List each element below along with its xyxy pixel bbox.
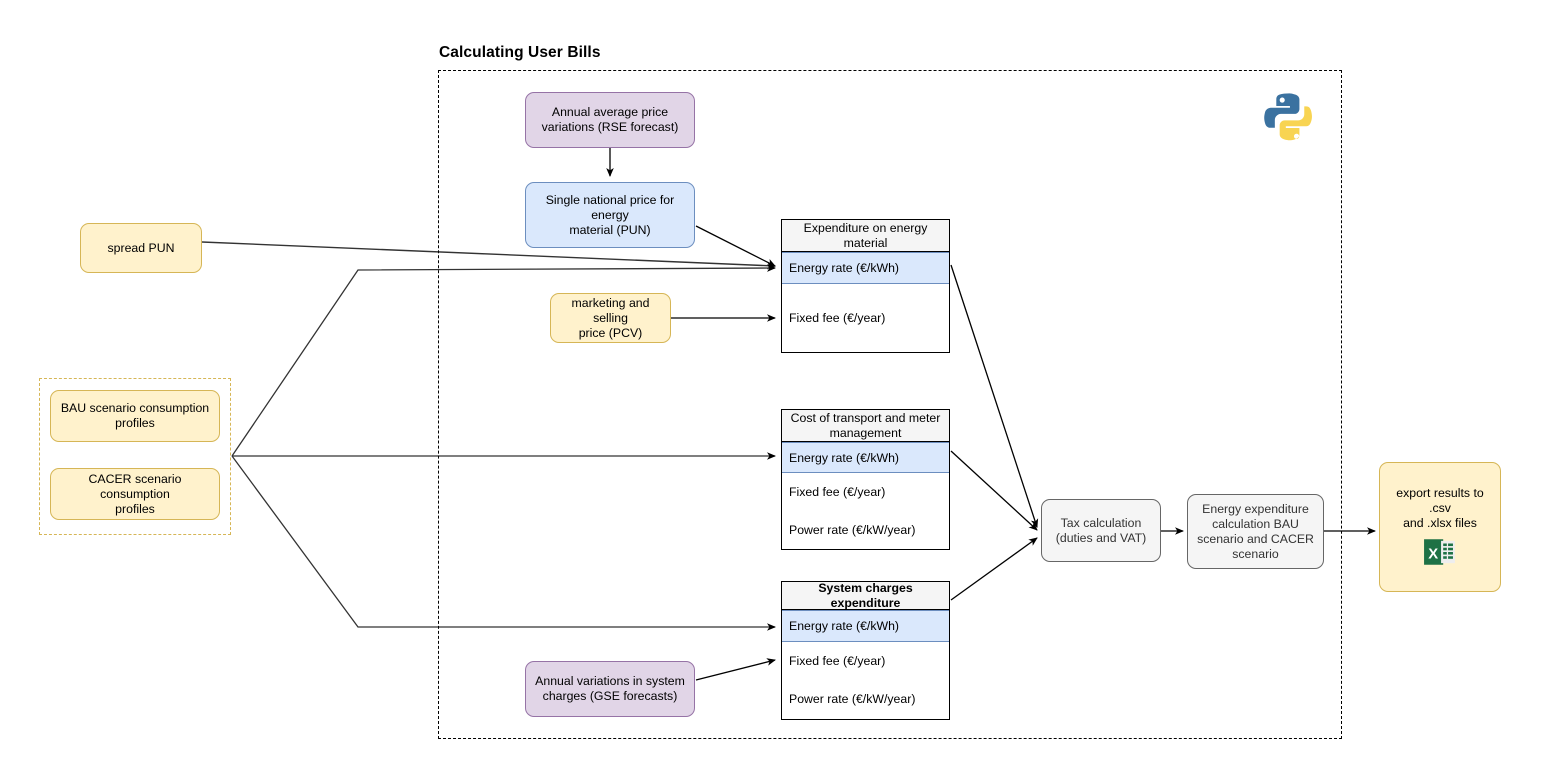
table-header: Cost of transport and meter management	[782, 410, 949, 442]
table-system-charges-expenditure: System charges expenditure Energy rate (…	[781, 581, 950, 720]
table-row[interactable]: Energy rate (€/kWh)	[782, 442, 949, 473]
excel-file-icon: X	[1423, 531, 1457, 569]
svg-text:X: X	[1428, 546, 1438, 562]
node-pcv-marketing-price-label: marketing and selling price (PCV)	[571, 295, 650, 340]
table-cost-of-transport-and-meter-management: Cost of transport and meter management E…	[781, 409, 950, 550]
calculating-user-bills-boundary	[438, 70, 1342, 739]
node-pcv-marketing-price[interactable]: marketing and selling price (PCV)	[550, 293, 671, 343]
node-gse-system-charges-variations-label: Annual variations in system charges (GSE…	[535, 674, 685, 703]
table-row[interactable]: Fixed fee (€/year)	[782, 473, 949, 511]
node-spread-pun[interactable]: spread PUN	[80, 223, 202, 273]
table-row[interactable]: Power rate (€/kW/year)	[782, 511, 949, 549]
node-bau-scenario-profiles[interactable]: BAU scenario consumption profiles	[50, 390, 220, 442]
table-row[interactable]: Energy rate (€/kWh)	[782, 252, 949, 284]
node-bau-scenario-profiles-label: BAU scenario consumption profiles	[60, 401, 210, 430]
table-header: Expenditure on energy material	[782, 220, 949, 252]
table-row[interactable]: Power rate (€/kW/year)	[782, 680, 949, 718]
node-tax-calculation[interactable]: Tax calculation (duties and VAT)	[1041, 499, 1161, 562]
node-export-results-label: export results to .csv and .xlsx files	[1396, 485, 1484, 530]
table-expenditure-on-energy-material: Expenditure on energy material Energy ra…	[781, 219, 950, 353]
table-row[interactable]: Energy rate (€/kWh)	[782, 610, 949, 642]
node-export-results[interactable]: export results to .csv and .xlsx files	[1379, 462, 1501, 592]
node-pun-national-price[interactable]: Single national price for energy materia…	[525, 182, 695, 248]
table-row[interactable]: Fixed fee (€/year)	[782, 642, 949, 680]
node-pun-national-price-label: Single national price for energy materia…	[545, 192, 675, 237]
node-rse-price-variations[interactable]: Annual average price variations (RSE for…	[525, 92, 695, 148]
python-logo-icon	[1259, 90, 1321, 152]
table-header: System charges expenditure	[782, 581, 949, 610]
node-tax-calculation-label: Tax calculation (duties and VAT)	[1055, 515, 1147, 545]
consumption-profiles-group	[39, 378, 231, 535]
node-cacer-scenario-profiles[interactable]: CACER scenario consumption profiles	[50, 468, 220, 520]
node-energy-expenditure-calculation-label: Energy expenditure calculation BAU scena…	[1197, 501, 1314, 561]
node-cacer-scenario-profiles-label: CACER scenario consumption profiles	[88, 471, 182, 516]
node-energy-expenditure-calculation[interactable]: Energy expenditure calculation BAU scena…	[1187, 494, 1324, 569]
table-row[interactable]: Fixed fee (€/year)	[782, 284, 949, 352]
node-gse-system-charges-variations[interactable]: Annual variations in system charges (GSE…	[525, 661, 695, 717]
node-spread-pun-label: spread PUN	[107, 240, 175, 255]
page-title: Calculating User Bills	[439, 44, 601, 61]
node-rse-price-variations-label: Annual average price variations (RSE for…	[541, 105, 679, 134]
